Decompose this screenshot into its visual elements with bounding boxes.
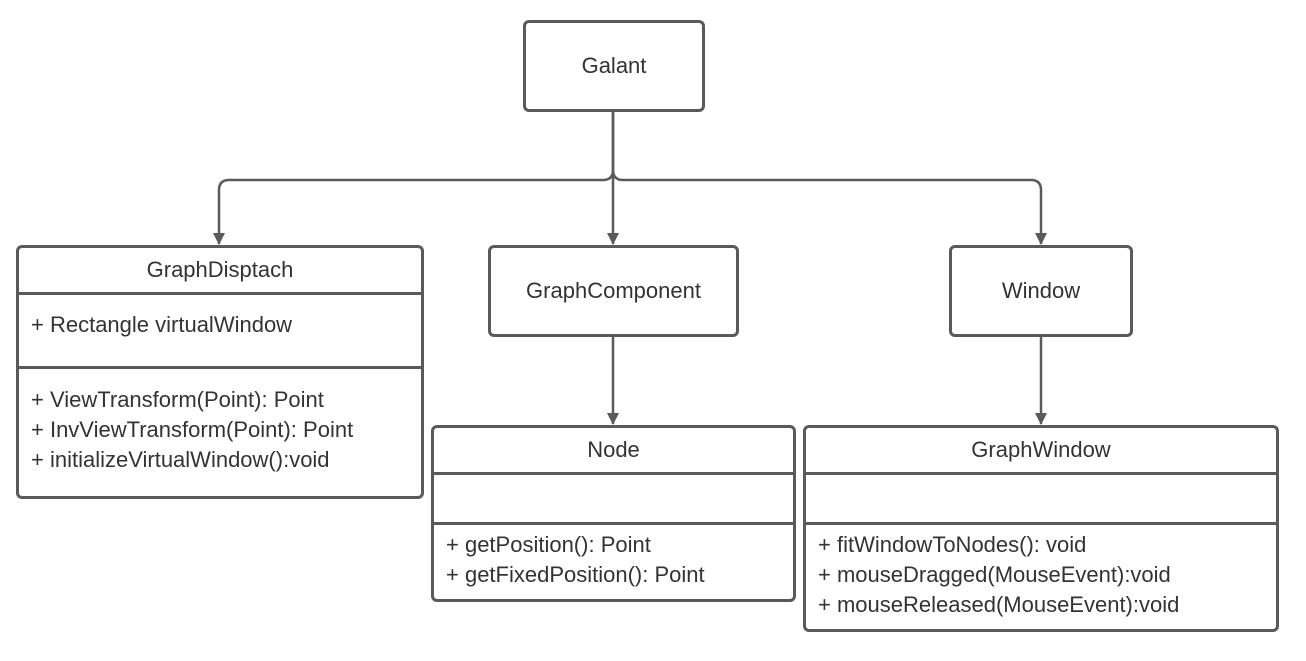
method: + InvViewTransform(Point): Point <box>31 417 354 442</box>
method: + getFixedPosition(): Point <box>446 562 705 587</box>
method: + getPosition(): Point <box>446 532 651 557</box>
connector-galant-to-window <box>611 169 1047 245</box>
method: + mouseDragged(MouseEvent):void <box>818 562 1171 587</box>
class-node-attributes <box>434 475 793 525</box>
class-window-name: Window <box>1001 278 1081 303</box>
class-graphwindow-name: GraphWindow <box>971 437 1111 462</box>
class-graphwindow[interactable]: GraphWindow + fitWindowToNodes(): void +… <box>803 425 1279 632</box>
method: + mouseReleased(MouseEvent):void <box>818 592 1180 617</box>
class-graphcomponent[interactable]: GraphComponent <box>488 245 739 337</box>
method: + ViewTransform(Point): Point <box>31 387 324 412</box>
method: + initializeVirtualWindow():void <box>31 447 330 472</box>
class-graphcomponent-name: GraphComponent <box>526 278 701 303</box>
class-graphwindow-attributes <box>806 475 1276 525</box>
class-node[interactable]: Node + getPosition(): Point + getFixedPo… <box>431 425 796 602</box>
class-graphdisptach-name: GraphDisptach <box>146 257 294 282</box>
class-node-header: Node <box>434 428 793 475</box>
attribute: + Rectangle virtualWindow <box>31 312 293 337</box>
method: + fitWindowToNodes(): void <box>818 532 1087 557</box>
class-galant-name: Galant <box>581 53 647 78</box>
class-graphwindow-methods: + fitWindowToNodes(): void + mouseDragge… <box>806 525 1276 620</box>
class-graphdisptach-methods: + ViewTransform(Point): Point + InvViewT… <box>19 369 421 475</box>
class-graphwindow-header: GraphWindow <box>806 428 1276 475</box>
class-graphdisptach[interactable]: GraphDisptach + Rectangle virtualWindow … <box>16 245 424 499</box>
class-node-name: Node <box>587 437 640 462</box>
class-graphdisptach-header: GraphDisptach <box>19 248 421 295</box>
class-galant[interactable]: Galant <box>523 20 705 112</box>
connector-galant-to-graphdisptach <box>213 110 615 245</box>
class-node-methods: + getPosition(): Point + getFixedPositio… <box>434 525 793 590</box>
class-graphdisptach-attributes: + Rectangle virtualWindow <box>19 295 421 369</box>
class-window[interactable]: Window <box>949 245 1133 337</box>
